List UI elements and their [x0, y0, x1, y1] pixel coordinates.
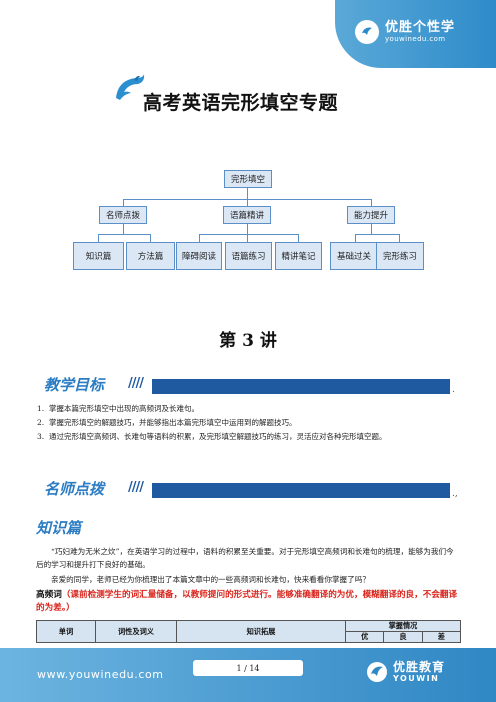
mindmap-leaf: 语篇练习 [225, 242, 272, 270]
document-title: 高考英语完形填空专题 [143, 92, 339, 114]
mindmap-branch-tips: 名师点拨 [99, 206, 147, 224]
section-title-tips: 名师点拨 [44, 480, 105, 498]
intro-paragraph-2: 亲爱的同学，老师已经为你梳理出了本篇文章中的一些高频词和长难句，快来看看你掌握了… [51, 575, 370, 584]
mindmap-leaf: 方法篇 [126, 242, 175, 270]
footer-brand: 优胜教育 YOUWIN [366, 661, 445, 683]
list-item: 1.掌握本篇完形填空中出现的高频词及长难句。 [37, 404, 199, 413]
dolphin-logo-icon [112, 72, 146, 108]
mindmap-leaf: 基础过关 [330, 242, 378, 270]
mindmap-leaf: 精讲笔记 [275, 242, 322, 270]
high-frequency-instructions: （课前检测学生的词汇量储备，以教师提问的形式进行。能够准确翻译的为优，模糊翻译的… [36, 590, 458, 613]
mindmap-branch-reading: 语篇精讲 [223, 206, 271, 224]
brand-title: 优胜个性学 [385, 20, 456, 35]
high-frequency-label: 高频词 [36, 590, 62, 600]
footer-brand-sub: YOUWIN [393, 674, 440, 683]
lecture-number: 第 3 讲 [219, 331, 277, 351]
vocab-table: 单词 词性及词义 知识拓展 掌握情况 优 良 差 [36, 620, 462, 643]
section-stripes: //// [128, 376, 144, 391]
goal-list: 1.掌握本篇完形填空中出现的高频词及长难句。 2.掌握完形填空的解题技巧，并能够… [37, 402, 387, 444]
mindmap-leaf: 障碍阅读 [176, 242, 222, 270]
footer-logo-icon [367, 662, 387, 682]
page-number: 1 / 14 [193, 660, 303, 676]
footer-url-link[interactable]: www.youwinedu.com [37, 668, 164, 681]
mindmap-root: 完形填空 [224, 170, 272, 188]
intro-paragraph: “巧妇难为无米之炊”，在英语学习的过程中，语料的积累至关重要。对于完形填空高频词… [36, 547, 454, 569]
list-item: 2.掌握完形填空的解题技巧，并能够指出本篇完形填空中运用到的解题技巧。 [37, 418, 297, 427]
section-title-goals: 教学目标 [44, 376, 105, 394]
mindmap-leaf: 完形练习 [376, 242, 424, 270]
knowledge-title: 知识篇 [36, 519, 82, 537]
section-end-mark: ., [452, 489, 458, 499]
table-row: 优 良 差 [37, 631, 462, 643]
section-banner-bar [152, 483, 450, 498]
mindmap-branch-ability: 能力提升 [347, 206, 395, 224]
table-row: 单词 词性及词义 知识拓展 掌握情况 [36, 620, 461, 643]
footer-brand-title: 优胜教育 [393, 660, 446, 674]
brand-logo-icon [355, 20, 379, 44]
header-brand: 优胜个性学 youwinedu.com [355, 20, 455, 44]
mindmap-leaf: 知识篇 [73, 242, 124, 270]
brand-url: youwinedu.com [385, 35, 446, 43]
section-banner-bar [152, 379, 450, 394]
section-end-mark: . [452, 385, 455, 395]
section-stripes: //// [128, 480, 144, 495]
list-item: 3.通过完形填空高频词、长难句等语料的积累，及完形填空解题技巧的练习，灵活应对各… [37, 432, 387, 441]
high-frequency-note: 高频词（课前检测学生的词汇量储备，以教师提问的形式进行。能够准确翻译的为优，模糊… [36, 589, 461, 615]
